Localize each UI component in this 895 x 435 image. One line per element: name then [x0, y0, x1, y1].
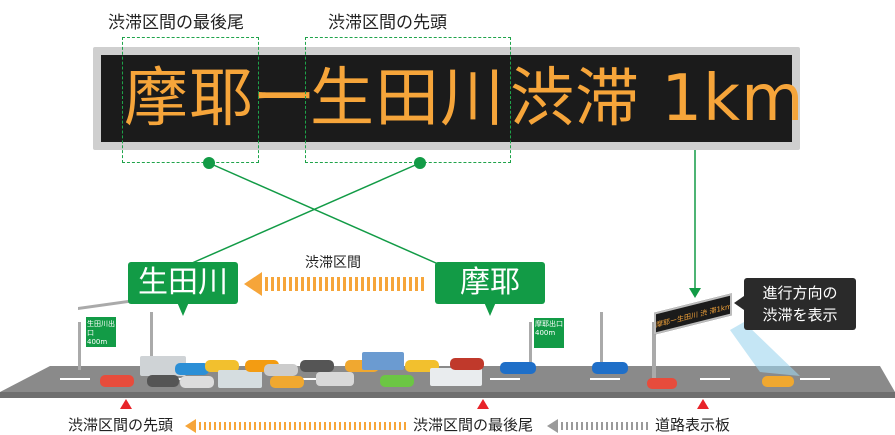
- sign-text-tail: 摩耶: [124, 62, 254, 136]
- tail-connector-dot: [203, 157, 215, 169]
- congestion-arrowhead: [244, 272, 262, 296]
- tail-connector-line: [208, 162, 446, 268]
- traffic-cars: [100, 352, 794, 389]
- bottom-arrow-right-head: [547, 419, 558, 433]
- road-edge: [0, 392, 895, 398]
- sign-panel: [101, 55, 792, 142]
- exit-sign-mid-text: 摩耶出口 400m: [535, 320, 563, 337]
- head-dashed-box: [305, 37, 511, 163]
- board-marker: [697, 399, 709, 409]
- sign-text-head: 生田川: [310, 62, 505, 136]
- callout-line2: 渋滞を表示: [762, 306, 838, 324]
- exit-sign-left-text: 生田川出口 400m: [87, 320, 115, 346]
- exit-gantry-left-pole-2: [150, 312, 153, 362]
- tail-label-top: 渋滞区間の最後尾: [108, 13, 244, 33]
- direction-callout: 進行方向の 渋滞を表示: [734, 278, 856, 330]
- head-connector-dot: [414, 157, 426, 169]
- exit-sign-left: [86, 317, 116, 347]
- board-light-beam: [730, 322, 800, 376]
- board-gantry-pole: [652, 322, 656, 382]
- exit-gantry-mid-pole: [529, 322, 532, 366]
- place-box-right: 摩耶: [435, 262, 545, 316]
- bottom-tail-label: 渋滞区間の最後尾: [413, 416, 534, 434]
- head-marker: [120, 399, 132, 409]
- bottom-board-label: 道路表示板: [655, 416, 731, 434]
- tail-dashed-box: [122, 37, 259, 163]
- bottom-arrow-left-head: [185, 419, 196, 433]
- tail-marker: [477, 399, 489, 409]
- callout-line1: 進行方向の: [762, 284, 838, 302]
- head-label-top: 渋滞区間の先頭: [328, 13, 447, 33]
- congestion-label: 渋滞区間: [305, 255, 361, 271]
- sign-pointer-arrowhead: [689, 288, 701, 298]
- exit-sign-mid: [534, 318, 564, 348]
- exit-gantry-mid-pole-2: [600, 312, 603, 362]
- bottom-head-label: 渋滞区間の先頭: [68, 416, 174, 434]
- head-connector-line: [182, 162, 421, 268]
- place-box-left: 生田川: [128, 262, 238, 316]
- sign-text-length: 渋滞 1km: [510, 62, 805, 136]
- congestion-arrow-dashes: [265, 277, 424, 291]
- exit-gantry-left-pole: [78, 322, 81, 370]
